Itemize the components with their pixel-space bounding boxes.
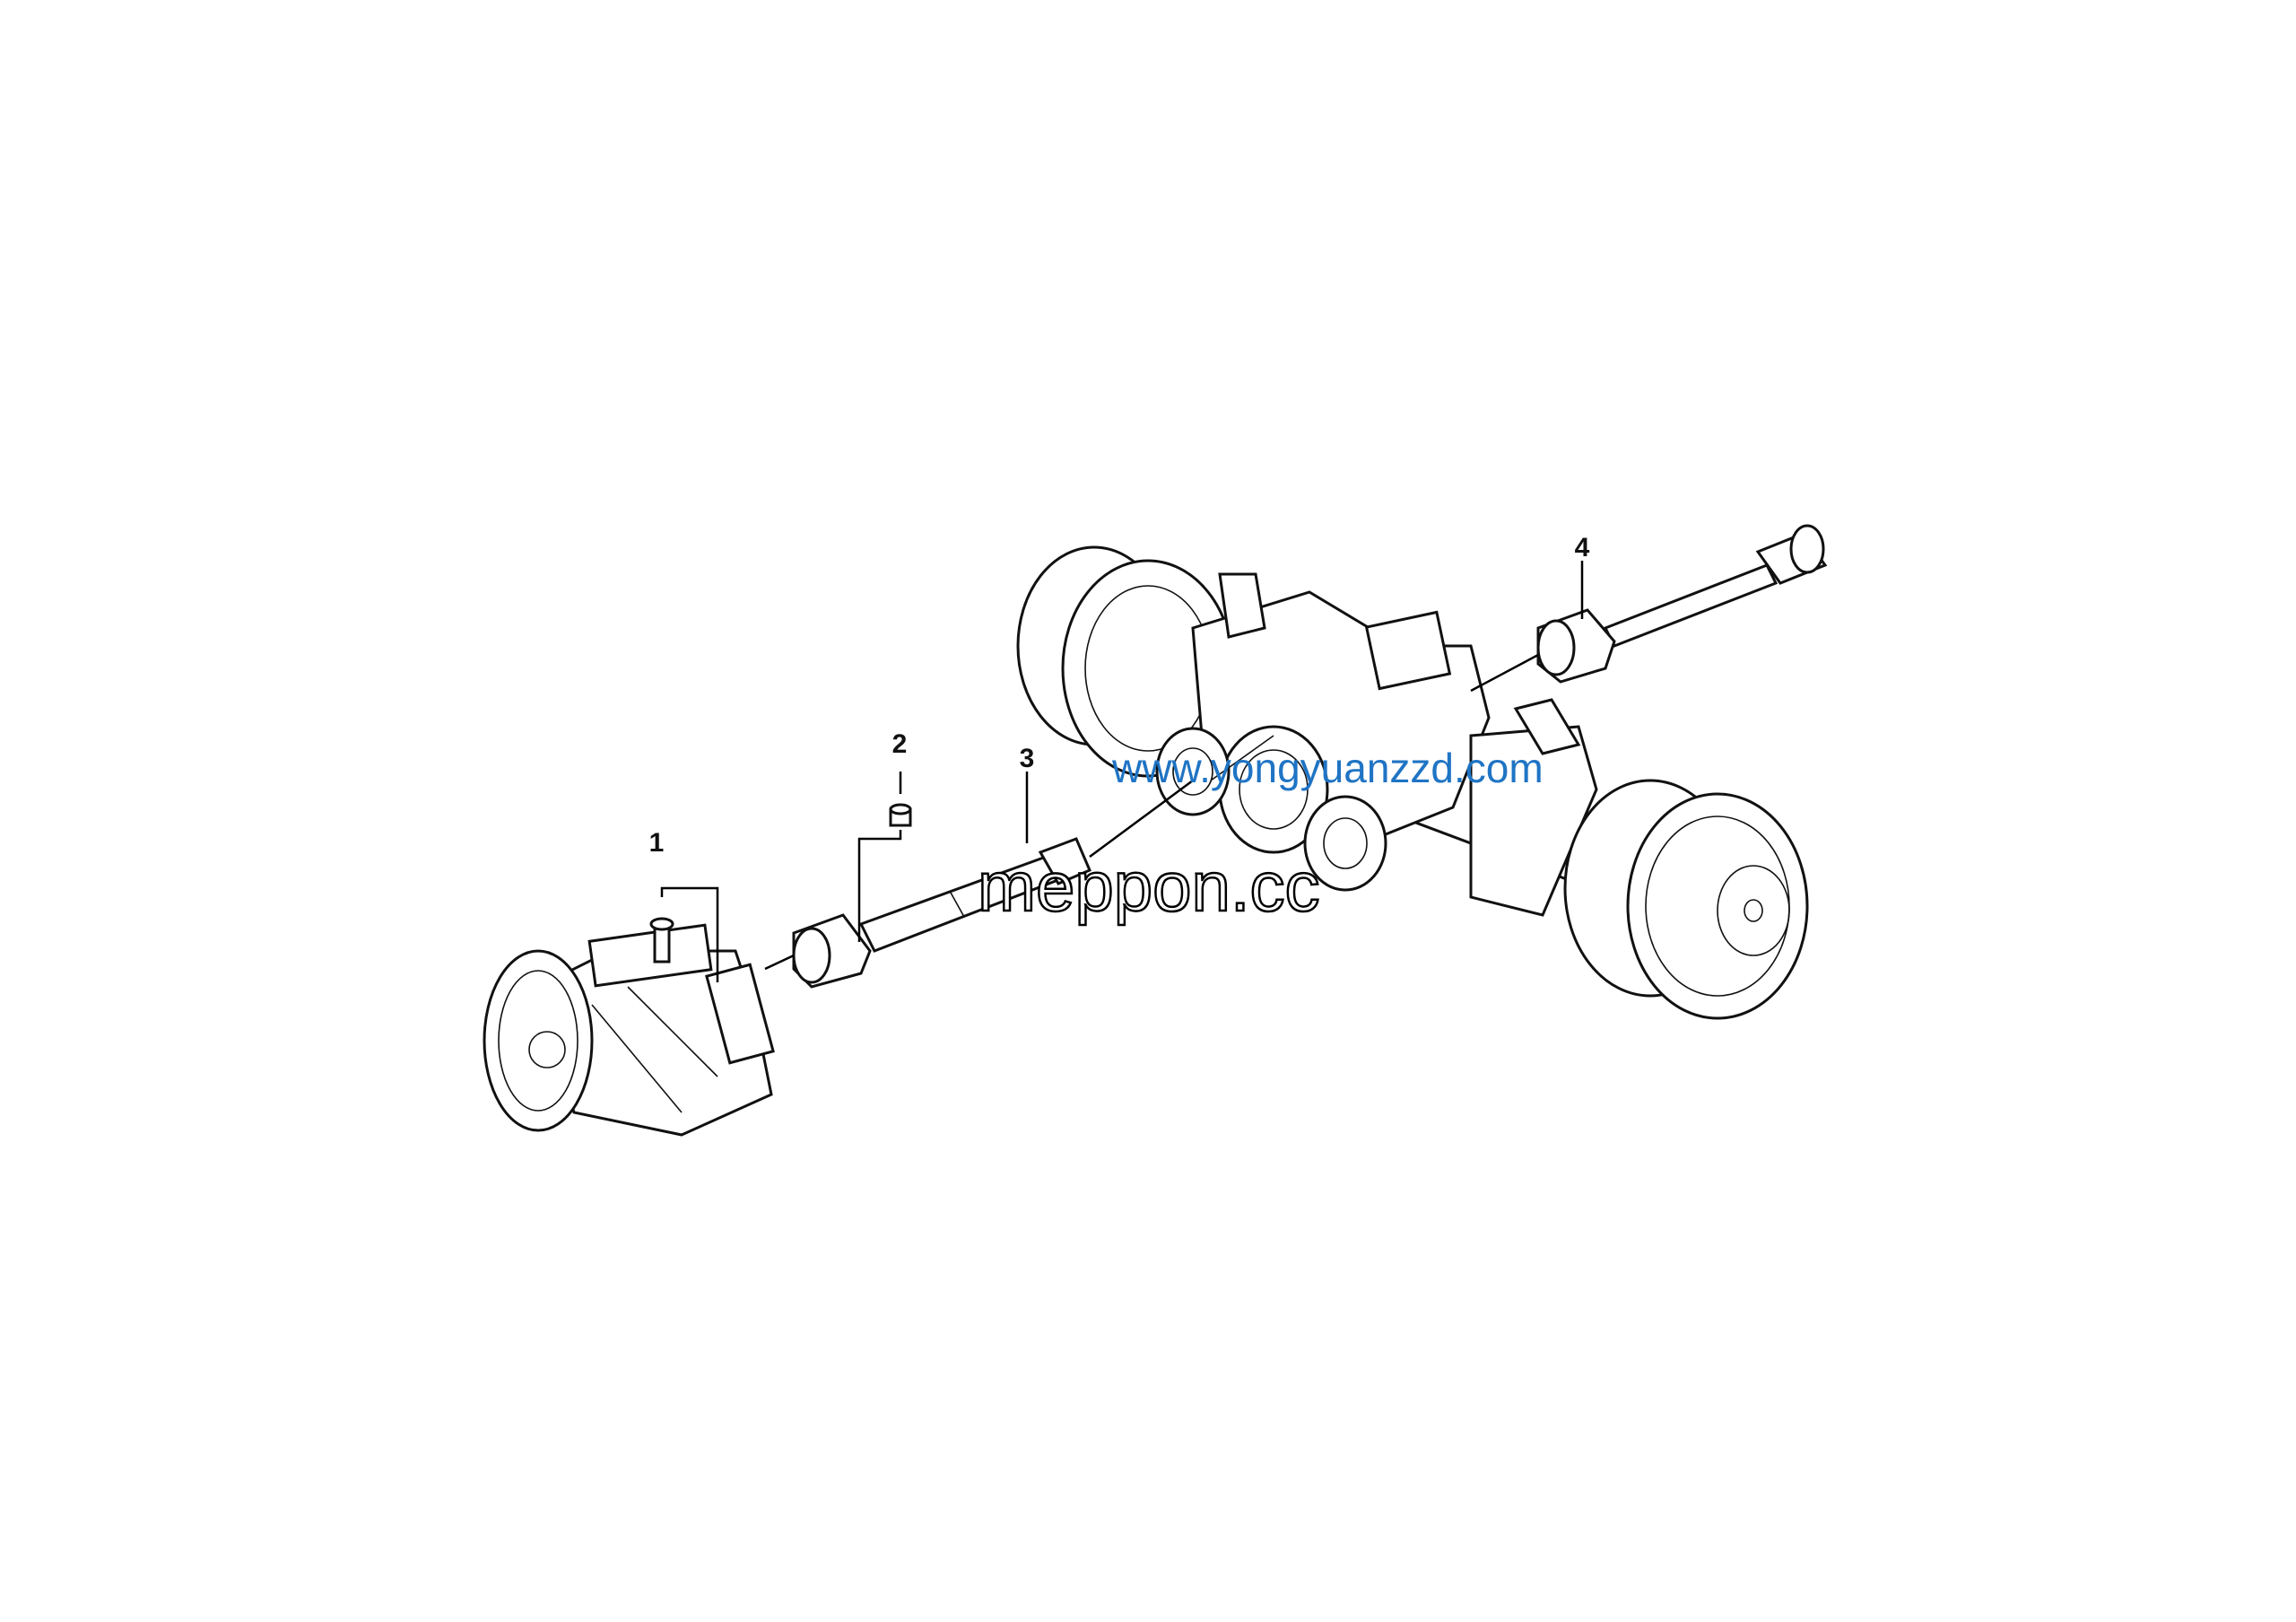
watermark-primary: www.yongyuanzzd.com <box>1111 745 1544 791</box>
transmission <box>483 923 775 1137</box>
front-propeller-shaft-part-3 <box>792 837 1091 989</box>
callout-3: 3 <box>1020 744 1035 773</box>
leader-line-1 <box>660 886 719 982</box>
callout-2: 2 <box>892 729 908 759</box>
bolt-part-1 <box>649 917 674 964</box>
rear-propeller-shaft-part-4 <box>1536 524 1828 684</box>
leader-line-2b <box>857 830 902 942</box>
alignment-line <box>1089 779 1194 859</box>
callout-4: 4 <box>1575 533 1590 562</box>
alignment-line <box>1470 653 1539 693</box>
alignment-line <box>764 954 795 971</box>
nut-part-2 <box>889 803 912 827</box>
drive-axle-assembly <box>1016 545 1809 1020</box>
callout-1: 1 <box>649 828 665 858</box>
watermark-secondary: meppon.cc <box>978 847 1320 926</box>
